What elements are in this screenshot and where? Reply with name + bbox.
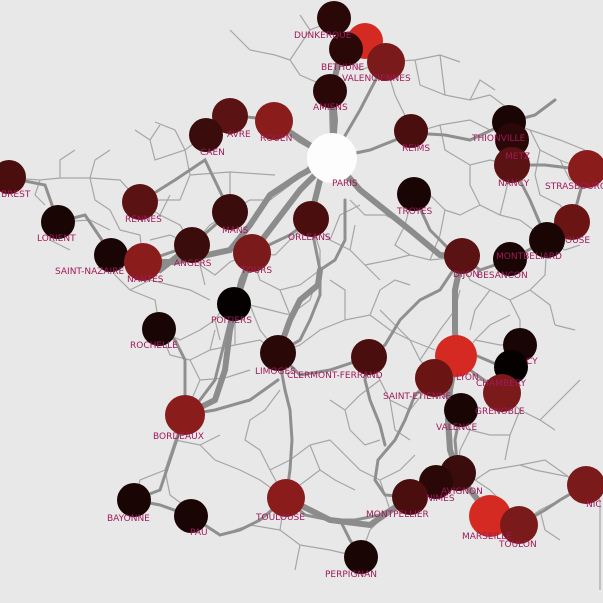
label-amiens: AMIENS xyxy=(313,103,348,113)
city-node-angers[interactable] xyxy=(174,227,210,263)
road-network xyxy=(8,14,601,590)
city-node-strasbourg[interactable] xyxy=(568,150,603,188)
label-toulon: TOULON xyxy=(498,540,537,550)
label-paris: PARIS xyxy=(332,179,358,189)
label-strasbourg: STRASBOURG xyxy=(545,182,603,192)
label-rennes: RENNES xyxy=(125,215,162,225)
label-bayonne: BAYONNE xyxy=(107,514,150,524)
city-node-bayonne[interactable] xyxy=(117,483,151,517)
label-besancon: BESANCON xyxy=(477,271,528,281)
city-node-nancy[interactable] xyxy=(494,147,530,183)
label-mulhouse: OUSE xyxy=(565,236,590,246)
label-valence: VALENCE xyxy=(436,423,477,433)
city-node-montbeliard[interactable] xyxy=(529,222,565,258)
label-caen: CAEN xyxy=(200,148,225,158)
city-node-caen[interactable] xyxy=(189,118,223,152)
label-chambery: CHAMBERY xyxy=(476,379,527,389)
label-troyes: TROYES xyxy=(396,207,433,217)
city-node-valenciennes[interactable] xyxy=(367,43,405,81)
city-node-nantes[interactable] xyxy=(124,243,162,281)
label-la-rochelle: ROCHELLE xyxy=(130,341,178,351)
label-dijon: DIJON xyxy=(453,270,479,280)
city-node-nice[interactable] xyxy=(567,466,603,504)
city-node-limoges[interactable] xyxy=(260,335,296,371)
label-nimes: NIMES xyxy=(426,494,455,504)
label-limoges: LIMOGES xyxy=(255,367,296,377)
label-thionville: THIONVILLE xyxy=(471,134,526,144)
city-node-lorient[interactable] xyxy=(41,205,75,239)
city-node-grenoble[interactable] xyxy=(483,374,521,412)
city-node-rennes[interactable] xyxy=(122,184,158,220)
label-grenoble: GRENOBLE xyxy=(475,407,525,417)
label-dunkerque: DUNKERQUE xyxy=(294,31,352,41)
city-node-brest[interactable] xyxy=(0,160,26,194)
city-node-nimes[interactable] xyxy=(419,465,453,499)
label-valenciennes: VALENCIENNES xyxy=(342,74,411,84)
label-clermont-ferrand: CLERMONT-FERRAND xyxy=(287,371,383,381)
city-labels: DUNKERQUE BETHUNE VALENCIENNES AMIENS AV… xyxy=(1,31,603,580)
label-le-havre: AVRE xyxy=(227,130,251,140)
city-node-rouen[interactable] xyxy=(255,102,293,140)
city-node-orleans[interactable] xyxy=(293,201,329,237)
city-node-dijon[interactable] xyxy=(444,238,480,274)
city-node-la-rochelle[interactable] xyxy=(142,312,176,346)
label-tours: TOURS xyxy=(240,266,272,276)
label-saint-etienne: SAINT-ETIENNE xyxy=(383,392,451,402)
city-node-reims[interactable] xyxy=(394,114,428,148)
label-lorient: LORIENT xyxy=(37,234,76,244)
label-saint-nazaire: SAINT-NAZAIRE xyxy=(55,267,124,277)
label-avignon: AVIGNON xyxy=(441,487,483,497)
city-node-bordeaux[interactable] xyxy=(165,395,205,435)
city-nodes xyxy=(0,1,603,574)
city-node-mulhouse[interactable] xyxy=(554,204,590,240)
city-node-montpellier[interactable] xyxy=(392,479,428,515)
city-node-toulon[interactable] xyxy=(500,506,538,544)
label-montbeliard: MONTBELIARD xyxy=(496,252,562,262)
city-node-clermont-ferrand[interactable] xyxy=(351,339,387,375)
label-montpellier: MONTPELLIER xyxy=(366,510,429,520)
label-pau: PAU xyxy=(190,528,208,538)
label-bordeaux: BORDEAUX xyxy=(153,432,204,442)
city-node-tours[interactable] xyxy=(233,234,271,272)
city-node-le-havre[interactable] xyxy=(212,98,248,134)
label-metz: METZ xyxy=(505,152,530,162)
city-node-pau[interactable] xyxy=(174,499,208,533)
city-node-saint-nazaire[interactable] xyxy=(94,238,128,272)
city-node-amiens[interactable] xyxy=(313,74,347,108)
city-node-perpignan[interactable] xyxy=(344,540,378,574)
label-annecy: CY xyxy=(526,357,538,367)
label-nice: NIC xyxy=(586,500,602,510)
label-marseille: MARSEILLE xyxy=(462,532,512,542)
city-node-saint-etienne[interactable] xyxy=(415,359,453,397)
label-poitiers: POITIERS xyxy=(211,316,252,326)
label-nantes: NANTES xyxy=(127,275,164,285)
label-lyon: LYON xyxy=(456,373,479,383)
label-rouen: ROUEN xyxy=(260,134,292,144)
city-node-paris[interactable] xyxy=(307,133,357,183)
city-node-metz[interactable] xyxy=(495,123,529,157)
city-node-le-mans[interactable] xyxy=(212,194,248,230)
city-node-besancon[interactable] xyxy=(493,242,527,276)
city-node-bethune[interactable] xyxy=(329,32,363,66)
label-orleans: ORLEANS xyxy=(288,233,331,243)
label-le-mans: MANS xyxy=(222,226,249,236)
city-node-toulouse[interactable] xyxy=(267,479,305,517)
label-perpignan: PERPIGNAN xyxy=(325,570,377,580)
label-reims: REIMS xyxy=(402,144,430,154)
label-bethune: BETHUNE xyxy=(321,63,364,73)
city-node-valence[interactable] xyxy=(444,393,478,427)
label-angers: ANGERS xyxy=(174,259,212,269)
city-node-troyes[interactable] xyxy=(397,177,431,211)
label-toulouse: TOULOUSE xyxy=(255,513,305,523)
label-brest: BREST xyxy=(1,190,31,200)
city-node-poitiers[interactable] xyxy=(217,287,251,321)
city-node-dunkerque[interactable] xyxy=(317,1,351,35)
label-nancy: NANCY xyxy=(498,179,530,189)
